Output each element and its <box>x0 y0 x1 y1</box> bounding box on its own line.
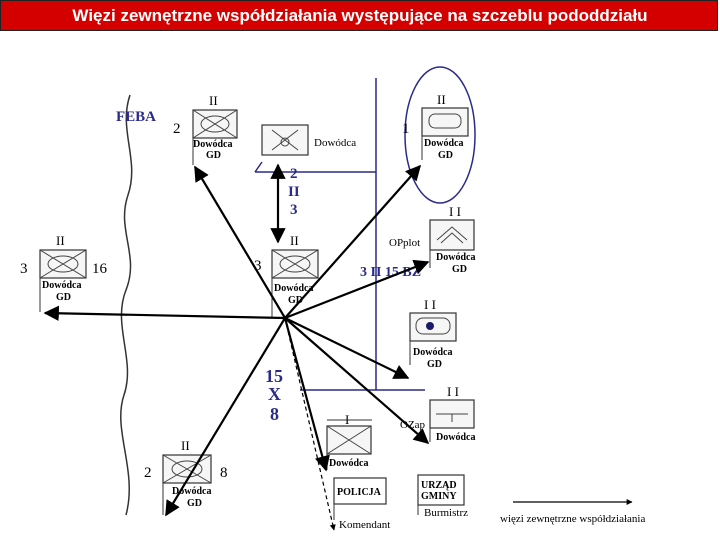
svg-text:Dowódca: Dowódca <box>424 138 463 149</box>
unit-mid-left[interactable]: II 3 16 Dowódca GD <box>20 233 108 312</box>
arrow-to-opplot <box>284 259 430 320</box>
svg-text:OPplot: OPplot <box>389 237 420 249</box>
unit-small-center[interactable]: I Dowódca <box>326 412 372 470</box>
svg-text:Dowódca: Dowódca <box>172 486 211 497</box>
page-title: Więzi zewnętrzne współdziałania występuj… <box>72 6 648 25</box>
svg-text:Dowódca: Dowódca <box>436 432 475 443</box>
svg-text:GD: GD <box>427 359 442 370</box>
arrow-to-police-dashed <box>284 317 336 531</box>
cooperation-arrows <box>43 163 430 517</box>
title-bar: Więzi zewnętrzne współdziałania występuj… <box>0 0 718 31</box>
arrow-to-small-center <box>283 317 330 472</box>
vertical-label-ii: II <box>288 184 300 200</box>
unit-opplot[interactable]: I I OPplot Dowódca GD <box>389 204 475 275</box>
svg-text:II: II <box>56 233 65 248</box>
svg-text:Dowódca: Dowódca <box>274 283 313 294</box>
bz-label: 3 II 15 BZ <box>360 265 421 280</box>
unit-ozap[interactable]: I I OZap Dowódca <box>400 384 475 443</box>
svg-text:I: I <box>345 412 349 427</box>
unit-bottom-left[interactable]: II 2 8 Dowódca GD <box>144 438 228 515</box>
svg-text:OZap: OZap <box>400 419 426 431</box>
svg-text:Dowódca: Dowódca <box>413 347 452 358</box>
town-hall-symbol[interactable]: URZĄD GMINY Burmistrz <box>417 474 468 519</box>
svg-text:URZĄD: URZĄD <box>421 480 457 491</box>
svg-text:Dowódca: Dowódca <box>436 252 475 263</box>
svg-text:8: 8 <box>220 465 228 481</box>
stack-label-x: X <box>268 384 281 404</box>
svg-text:3: 3 <box>20 261 28 277</box>
svg-text:I I: I I <box>424 297 436 312</box>
svg-text:GD: GD <box>438 150 453 161</box>
arrow-to-top-left <box>194 165 286 319</box>
police-symbol[interactable]: POLICJA Komendant <box>333 477 390 531</box>
svg-text:GD: GD <box>187 498 202 509</box>
svg-text:3: 3 <box>254 258 262 274</box>
svg-text:GD: GD <box>206 150 221 161</box>
svg-text:II: II <box>290 233 299 248</box>
highlight-ellipse <box>404 66 476 204</box>
svg-text:Dowódca: Dowódca <box>314 137 356 149</box>
feba-line <box>120 94 133 516</box>
svg-text:1: 1 <box>402 121 410 137</box>
svg-text:Dowódca: Dowódca <box>193 139 232 150</box>
svg-text:GD: GD <box>56 292 71 303</box>
unit-top-center[interactable]: Dowódca <box>261 124 356 156</box>
svg-text:GD: GD <box>288 295 303 306</box>
unit-center[interactable]: II 3 Dowódca GD <box>254 233 319 318</box>
svg-text:Komendant: Komendant <box>339 519 390 531</box>
arrow-to-right-dot <box>284 317 410 379</box>
svg-text:2: 2 <box>144 465 152 481</box>
svg-text:I I: I I <box>447 384 459 399</box>
arrow-to-bottom-left <box>165 317 286 517</box>
unit-top-right[interactable]: II 1 Dowódca GD <box>402 92 469 161</box>
svg-text:16: 16 <box>92 261 108 277</box>
stack-label-15: 15 <box>265 366 283 386</box>
arrow-to-mid-left <box>43 305 286 321</box>
svg-text:Dowódca: Dowódca <box>42 280 81 291</box>
legend-text: więzi zewnętrzne współdziałania <box>500 513 645 525</box>
svg-text:Burmistrz: Burmistrz <box>424 507 468 519</box>
svg-text:I I: I I <box>449 204 461 219</box>
legend: więzi zewnętrzne współdziałania <box>500 499 645 525</box>
arrow-to-top-right <box>284 164 422 319</box>
boundary-tick <box>254 161 263 173</box>
feba-label: FEBA <box>116 109 156 125</box>
arrow-to-ozap <box>284 317 430 445</box>
svg-text:GMINY: GMINY <box>421 491 457 502</box>
unit-top-left[interactable]: II 2 Dowódca GD <box>173 93 238 165</box>
vertical-label-2: 2 <box>290 166 298 182</box>
svg-text:GD: GD <box>452 264 467 275</box>
svg-text:Dowódca: Dowódca <box>329 458 368 469</box>
vertical-label-3: 3 <box>290 202 298 218</box>
svg-text:II: II <box>437 92 446 107</box>
svg-text:II: II <box>181 438 190 453</box>
unit-right-dot[interactable]: I I Dowódca GD <box>409 297 457 370</box>
echelon-mark: II <box>209 93 218 108</box>
stack-label-8: 8 <box>270 404 279 424</box>
svg-text:POLICJA: POLICJA <box>337 487 382 498</box>
svg-text:2: 2 <box>173 121 181 137</box>
